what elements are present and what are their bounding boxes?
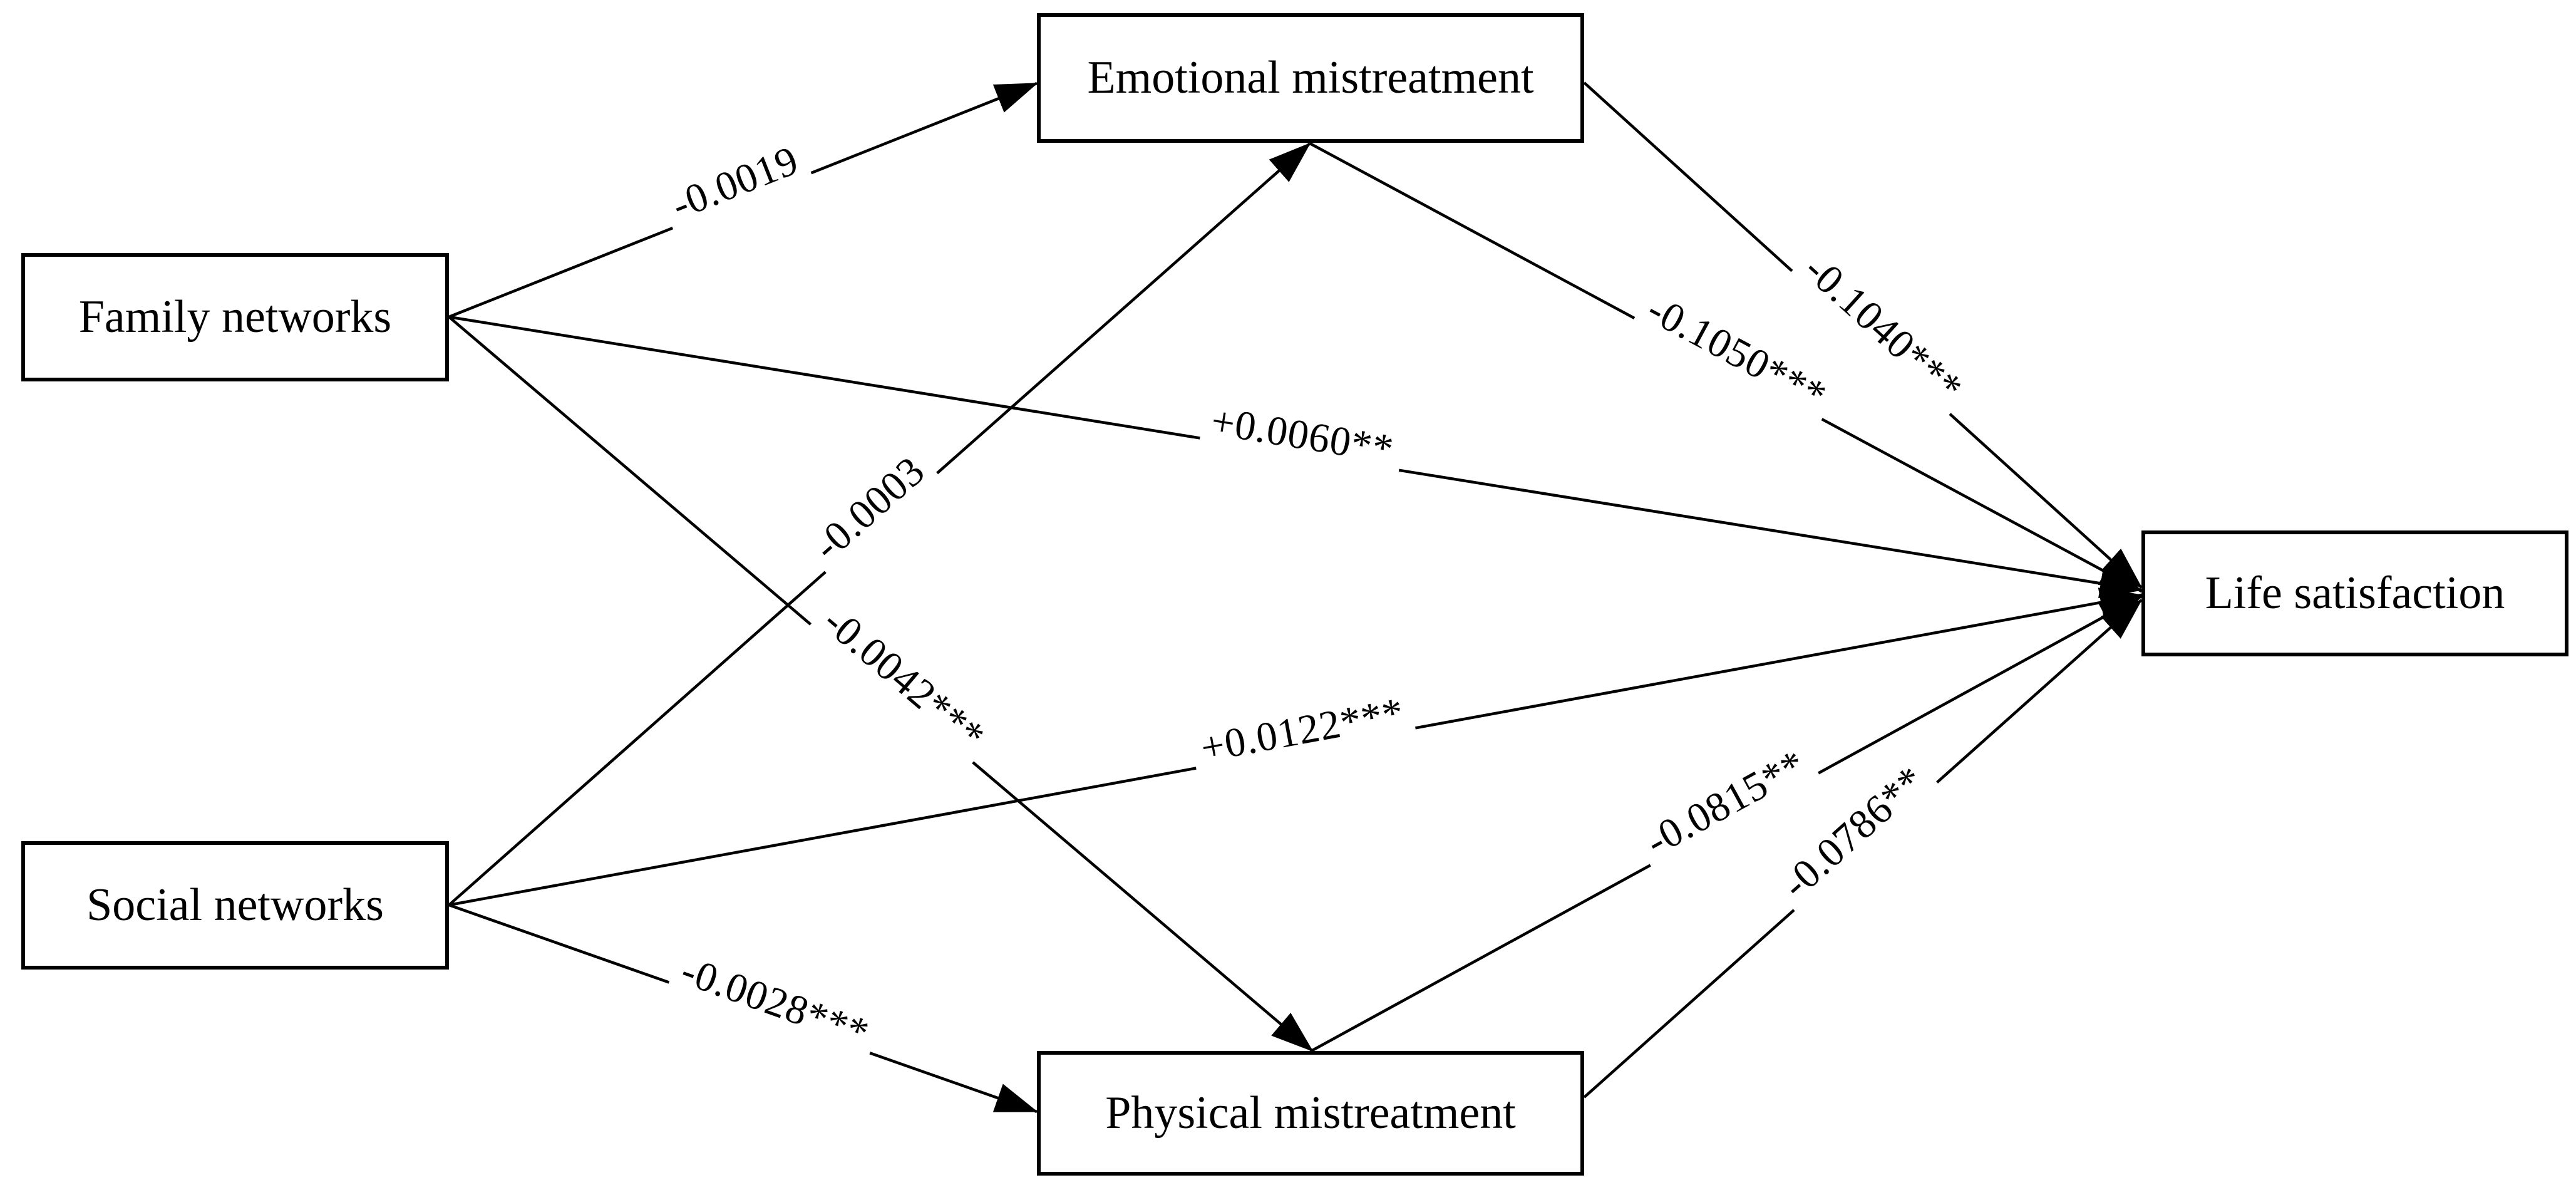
- node-life-satisfaction: Life satisfaction: [2141, 530, 2568, 656]
- node-social-networks: Social networks: [21, 841, 449, 970]
- node-emotional-mistreatment: Emotional mistreatment: [1037, 13, 1584, 143]
- node-physical-mistreatment: Physical mistreatment: [1037, 1051, 1584, 1176]
- node-family-networks: Family networks: [21, 253, 449, 381]
